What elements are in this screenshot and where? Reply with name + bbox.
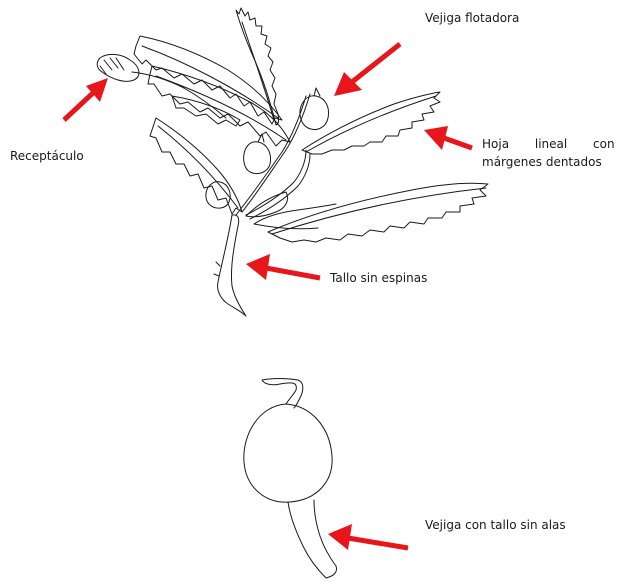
leaf-upper-left-midrib (142, 46, 278, 118)
arrow-tallo-head (246, 254, 270, 280)
leaf-stem-right-branch (254, 204, 336, 229)
label-tallo-sin-espinas: Tallo sin espinas (330, 270, 427, 286)
arrow-hoja-lineal-head (424, 126, 448, 150)
receptacle-detail (100, 58, 124, 74)
label-vejiga-flotadora: Vejiga flotadora (425, 10, 519, 26)
branch-stem-right (246, 150, 310, 219)
label-receptaculo: Receptáculo (10, 148, 84, 164)
arrow-hoja-lineal (444, 138, 472, 148)
leaf-right-lower-midrib (272, 188, 486, 234)
arrow-vejiga-tallo (348, 538, 408, 548)
label-hoja-line1: Hoja lineal con (482, 136, 615, 152)
leaf-top-vertical-midrib (242, 22, 274, 120)
leaf-upper-left (134, 36, 282, 124)
arrow-vejiga-tallo-head (328, 524, 352, 550)
bladder-detail-tip (262, 379, 303, 409)
main-stem (218, 215, 246, 316)
label-vejiga-tallo-sin-alas: Vejiga con tallo sin alas (425, 517, 566, 533)
stem-teeth (214, 262, 220, 276)
bladder-upper-tip (314, 88, 320, 96)
bladder-middle (244, 142, 271, 174)
bladder-detail-stalk (288, 500, 337, 578)
bladder-lower (206, 182, 230, 209)
leaf-left (148, 66, 290, 146)
label-hoja-line2: márgenes dentados (482, 154, 602, 170)
arrow-receptaculo (64, 92, 94, 120)
arrow-tallo (266, 268, 320, 278)
leaf-middle-left-midrib (158, 126, 238, 208)
leaf-short-left (172, 96, 240, 126)
bladder-detail (244, 404, 332, 502)
arrow-vejiga-flotadora (352, 44, 400, 82)
leaf-middle-left (150, 118, 242, 214)
